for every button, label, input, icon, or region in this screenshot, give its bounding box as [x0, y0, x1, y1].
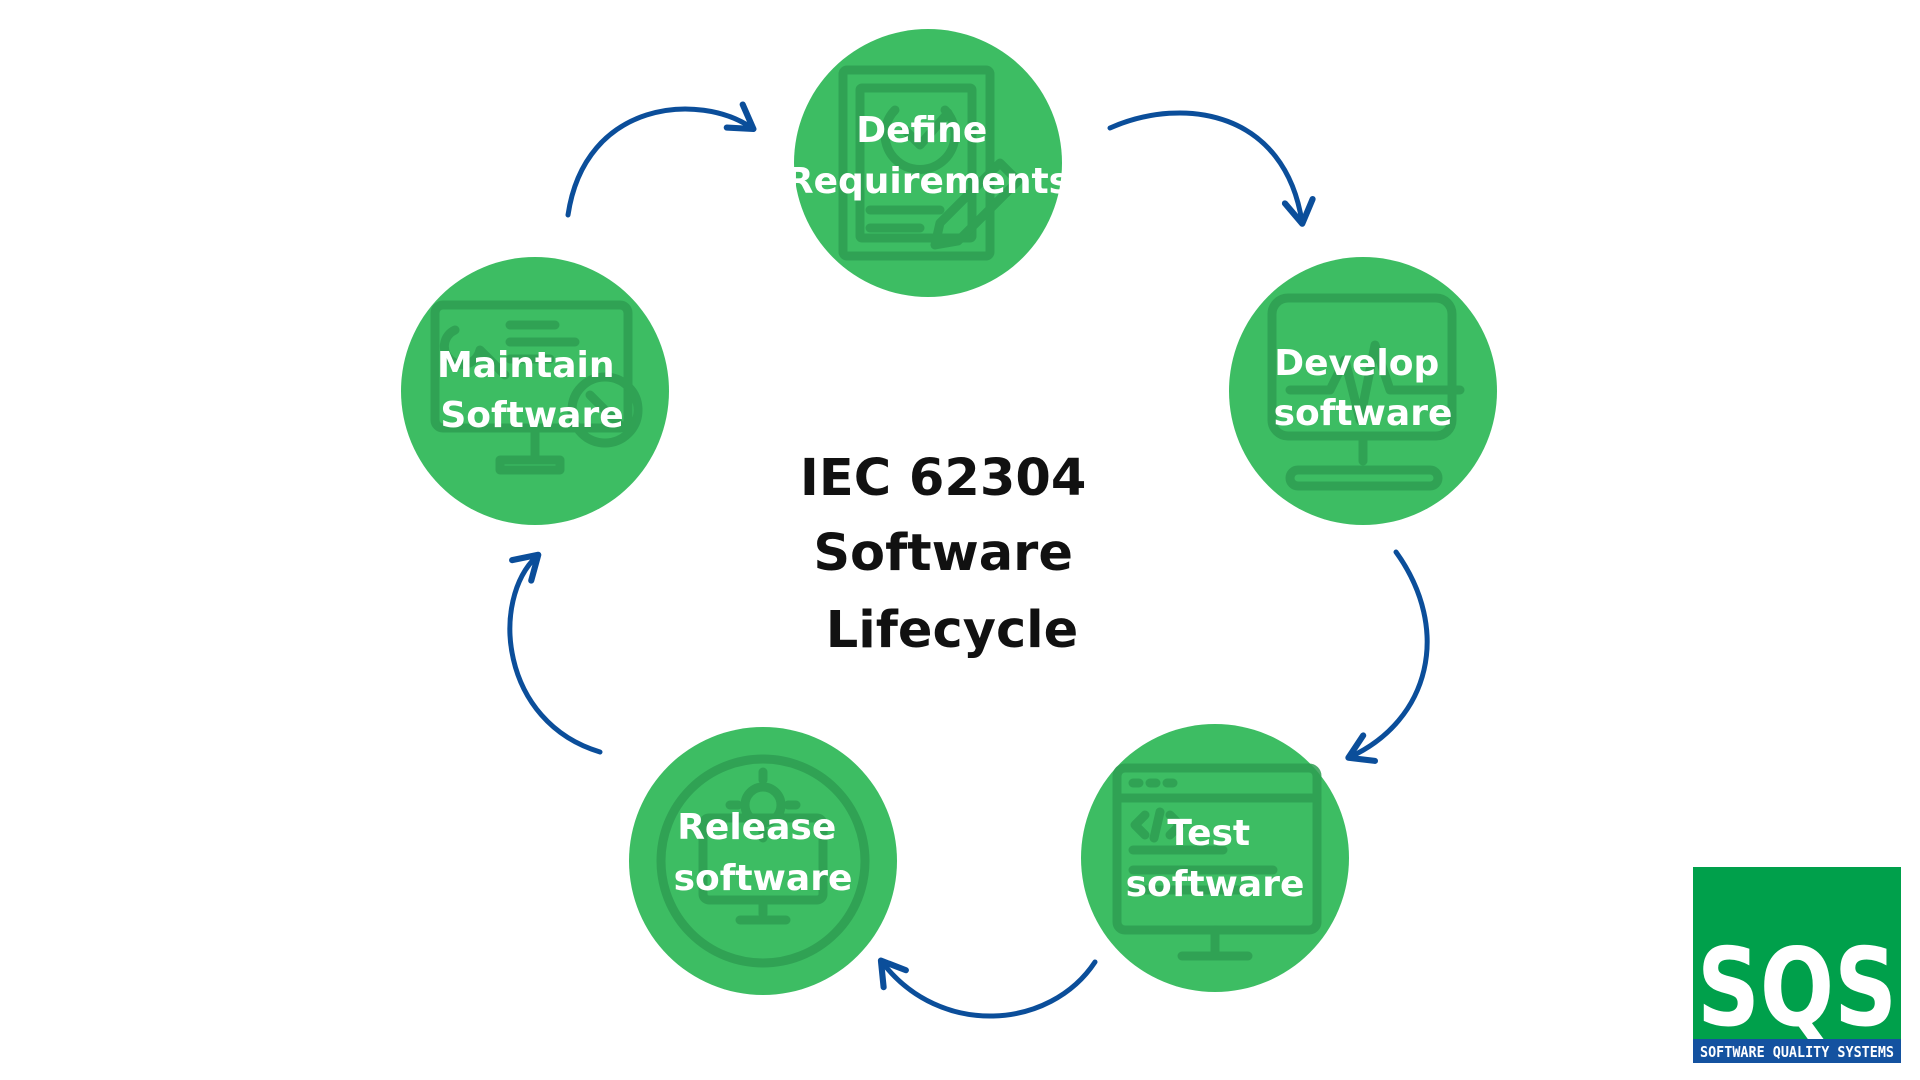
logo-blue-bar	[1693, 1039, 1901, 1063]
stage-label-line-1: Define	[856, 110, 987, 151]
stage-label-line-1: Test	[1167, 813, 1250, 854]
stage-release-software: Release software	[629, 727, 897, 995]
monitor-wrench-icon	[430, 300, 643, 475]
stage-test-software: Test software	[1081, 724, 1349, 992]
arrow-release-to-maintain	[507, 551, 603, 755]
stage-label: Test software	[1126, 813, 1305, 905]
logo-tagline: SOFTWARE QUALITY SYSTEMS	[1700, 1043, 1894, 1061]
stage-label: Develop software	[1274, 343, 1453, 434]
center-title-line-2: Software	[813, 524, 1073, 583]
stage-label-line-2: software	[1126, 864, 1305, 905]
stage-label: Maintain Software	[437, 345, 627, 436]
arrow-maintain-to-define	[565, 101, 757, 218]
stage-label-line-1: Release	[677, 807, 836, 848]
monitor-pulse-icon	[1267, 293, 1465, 491]
code-window-icon	[1112, 763, 1322, 961]
arrow-test-to-release	[877, 957, 1098, 1019]
stage-circle	[1081, 724, 1349, 992]
stage-maintain-software: Maintain Software	[401, 257, 669, 525]
stage-develop-software: Develop software	[1229, 257, 1497, 525]
stage-circle	[629, 727, 897, 995]
stage-label-line-2: Requirements	[786, 161, 1070, 202]
monitor-gear-icon	[656, 754, 870, 968]
center-title-line-1: IEC 62304	[800, 449, 1086, 508]
arrow-develop-to-test	[1345, 549, 1430, 764]
document-pencil-icon	[838, 65, 1023, 261]
stage-label-line-1: Develop	[1274, 343, 1439, 384]
arrow-define-to-develop	[1107, 110, 1316, 227]
stage-circle	[401, 257, 669, 525]
logo-wordmark: SQS	[1697, 926, 1897, 1051]
logo-green-block	[1693, 867, 1901, 1039]
stage-label: Release software	[674, 807, 853, 899]
stage-define-requirements: Define Requirements	[786, 29, 1070, 297]
stage-label-line-2: Software	[440, 395, 623, 436]
sqs-logo: SQS SOFTWARE QUALITY SYSTEMS	[1693, 867, 1901, 1063]
center-title-line-3: Lifecycle	[826, 601, 1079, 660]
stage-label-line-2: software	[674, 858, 853, 899]
stage-label: Define Requirements	[786, 110, 1070, 202]
stage-label-line-1: Maintain	[437, 345, 615, 386]
cycle-arrows	[507, 101, 1430, 1019]
stage-label-line-2: software	[1274, 393, 1453, 434]
center-title: IEC 62304 Software Lifecycle	[800, 449, 1104, 660]
